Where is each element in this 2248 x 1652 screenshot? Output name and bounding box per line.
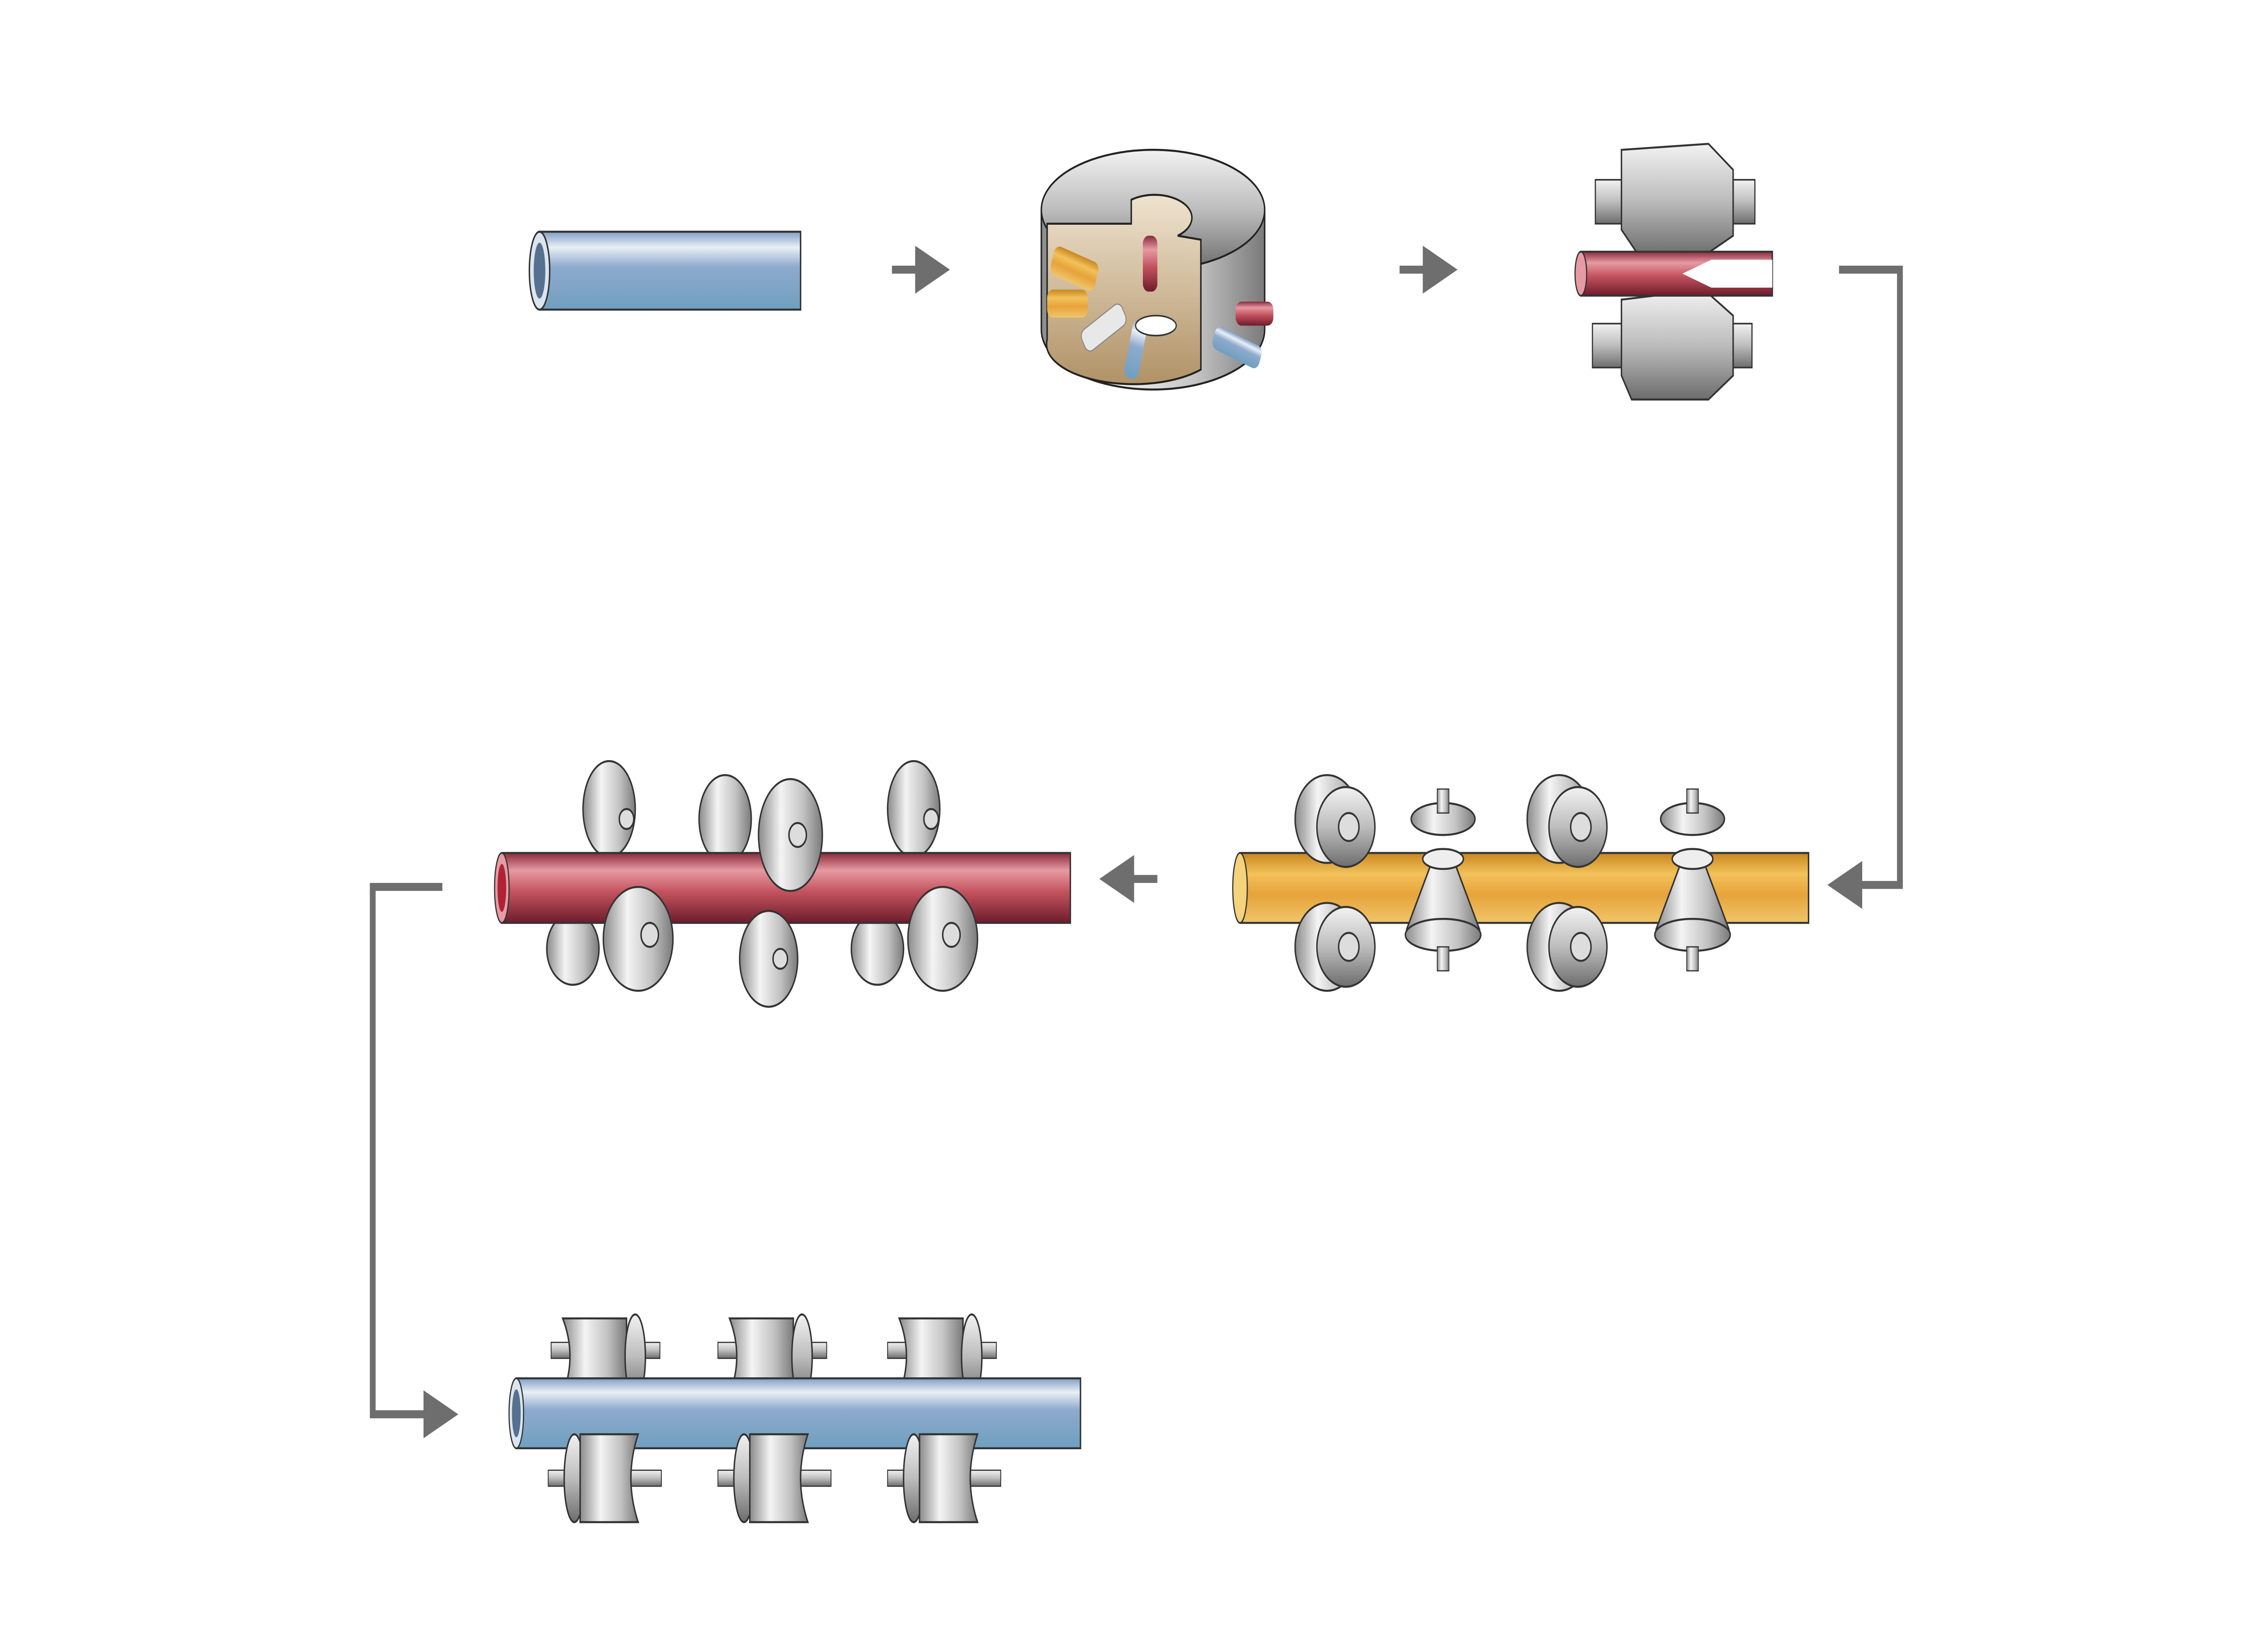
- reducing-rolls-back: [546, 760, 941, 986]
- rotary-furnace-stage: [1040, 149, 1274, 391]
- furnace-white-tube: [1081, 303, 1127, 352]
- furnace-yellow-tube: [1050, 246, 1099, 291]
- elongation-roll-set: [1294, 774, 1608, 992]
- piercing-mill-stage: [1574, 142, 1773, 401]
- billet-stage: [528, 231, 802, 311]
- furnace-red-tube-out: [1236, 302, 1274, 326]
- piercing-roll-top: [1595, 142, 1756, 257]
- furnace-yellow-tube: [1047, 289, 1088, 318]
- sizing-rolls-bottom: [548, 1433, 1001, 1523]
- billet-bore: [534, 242, 545, 299]
- piercing-roll-bottom: [1592, 289, 1753, 401]
- sizing-mill-stage: [508, 1313, 1081, 1523]
- connector-arrow: [370, 883, 459, 1438]
- furnace-red-tube: [1142, 236, 1158, 292]
- reducing-rolls-front: [602, 778, 978, 1008]
- furnace-blue-tube: [1124, 320, 1147, 379]
- furnace-blue-tube-out: [1213, 327, 1262, 369]
- connector-arrow: [1827, 266, 1903, 909]
- elongation-vertical-rolls: [1405, 788, 1731, 972]
- elongation-mill-stage: [1232, 774, 1810, 992]
- billet-tube: [539, 231, 802, 311]
- reducing-mill-stage: [494, 760, 1071, 1008]
